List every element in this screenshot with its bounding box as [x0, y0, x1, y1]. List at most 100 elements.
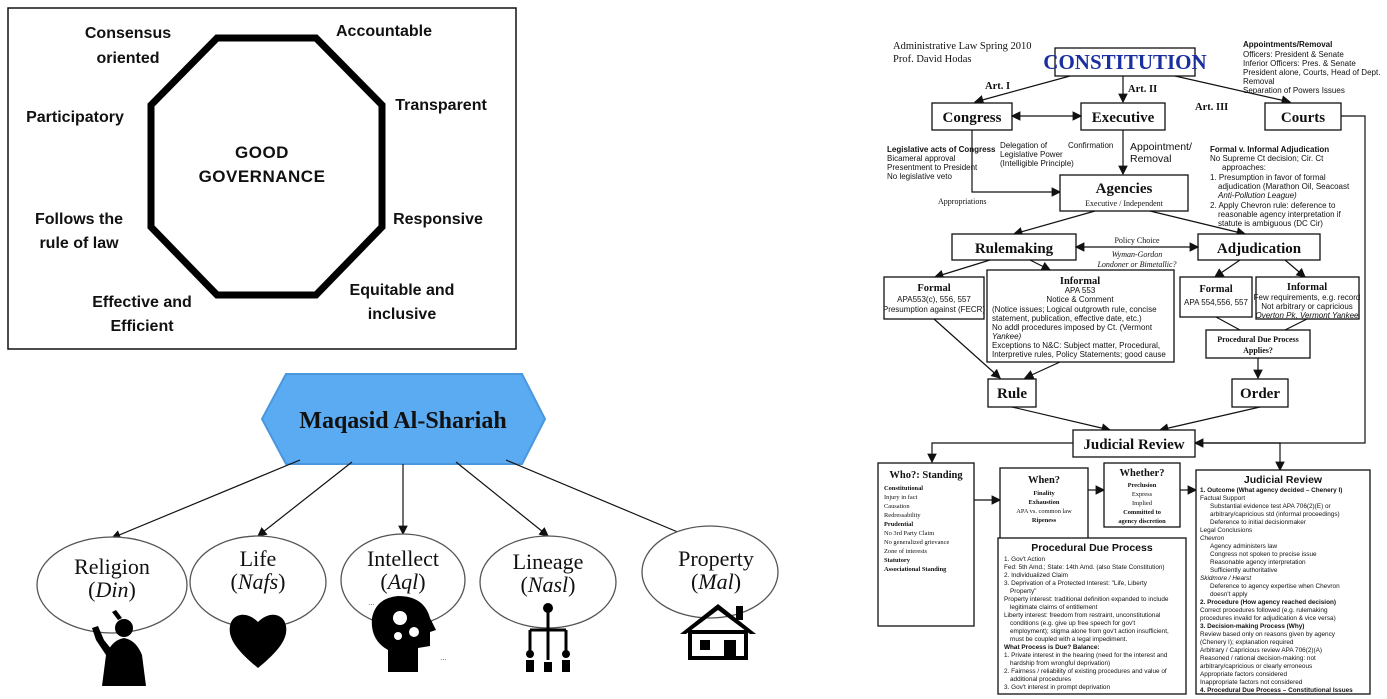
item-name-religion: Religion — [74, 554, 150, 579]
when-line-2: Exhaustion — [1029, 499, 1060, 506]
pdp-line-11: must be coupled with a legal impediment. — [1010, 636, 1127, 643]
who-line-5: Prudential — [884, 521, 913, 528]
informal-rule-line-7: Exceptions to N&C: Subject matter, Proce… — [992, 341, 1160, 350]
label-rule-of-law-2: rule of law — [39, 235, 119, 252]
legislative-line-3: No legislative veto — [887, 172, 952, 181]
fvi-line-4: adjudication (Marathon Oil, Seacoast — [1218, 182, 1350, 191]
jr-box-lines: 1. Outcome (What agency decided – Chener… — [1200, 487, 1353, 694]
whether-line-3: Implied — [1132, 500, 1153, 507]
item-sub-life-line: (Nafs) — [230, 569, 285, 594]
pdp-line-3: 2. Individualized Claim — [1004, 572, 1068, 579]
confirmation-label: Confirmation — [1068, 141, 1113, 150]
executive-label: Executive — [1092, 110, 1155, 126]
praying-person-icon — [92, 610, 146, 686]
course-title: Administrative Law Spring 2010 — [893, 41, 1032, 52]
informal-rule-line-3: (Notice issues; Logical outgrowth rule, … — [992, 305, 1157, 314]
label-accountable: Accountable — [336, 23, 432, 40]
when-title: When? — [1028, 475, 1060, 486]
pdp-line-2: Fed: 5th Amd.; State: 14th Amd. (also St… — [1004, 564, 1165, 571]
jr-line-17: procedures invalid for adjudication & vi… — [1200, 615, 1336, 622]
item-sub-lineage-line: (Nasl) — [520, 572, 575, 597]
who-title: Who?: Standing — [889, 470, 963, 481]
pdp-line-13: 1. Private interest in the hearing (need… — [1004, 652, 1168, 659]
who-line-6: No 3rd Party Claim — [884, 530, 934, 537]
jr-line-1: 1. Outcome (What agency decided – Chener… — [1200, 487, 1342, 494]
maqasid-hexagon — [260, 373, 547, 465]
admin-law-panel: Administrative Law Spring 2010 Prof. Dav… — [877, 40, 1380, 695]
constitution-box — [1054, 47, 1196, 77]
rule-label: Rule — [997, 386, 1027, 402]
arrow-adj-informal — [1284, 259, 1306, 278]
item-sub-intellect: Aql — [386, 569, 419, 594]
appointments-line-2: Inferior Officers: Pres. & Senate — [1243, 59, 1356, 68]
jr-line-2: Factual Support — [1200, 495, 1245, 502]
whether-line-1: Preclusion — [1128, 482, 1157, 489]
pdp-line-14: hardship from wrongful deprivation) — [1010, 660, 1110, 667]
whether-title: Whether? — [1120, 468, 1165, 479]
jr-line-9: Congress not spoken to precise issue — [1210, 551, 1317, 558]
arrow-formal-rule — [933, 318, 1001, 379]
order-label: Order — [1240, 386, 1280, 402]
maqasid-title: Maqasid Al-Shariah — [299, 408, 506, 434]
label-transparent: Transparent — [395, 97, 487, 114]
arrow-rulemaking-formal — [933, 259, 991, 280]
judicial-review-box — [1072, 429, 1196, 458]
formal-rule-box — [883, 276, 985, 320]
pdp-line-17: 3. Gov't interest in prompt deprivation — [1004, 684, 1110, 691]
item-sub-property-line: (Mal) — [691, 569, 741, 594]
jr-line-26: 4. Procedural Due Process – Constitution… — [1200, 687, 1353, 694]
good-governance-panel: GOOD GOVERNANCE Consensus oriented Accou… — [7, 7, 517, 350]
pdp-line-7: legitimate claims of entitlement — [1010, 604, 1098, 611]
item-sub-lineage: Nasl — [527, 572, 568, 597]
jr-line-20: (Chenery I); explanation required — [1200, 639, 1294, 646]
item-sub-religion: Din — [95, 577, 129, 602]
house-icon — [680, 604, 756, 660]
appointment-removal-2: Removal — [1130, 153, 1171, 165]
agencies-sub: Executive / Independent — [1085, 199, 1164, 208]
label-rule-of-law-1: Follows the — [35, 211, 123, 228]
informal-adj-title: Informal — [1287, 282, 1327, 293]
appointments-line-4: Removal — [1243, 77, 1275, 86]
jr-line-7: Chevron — [1200, 535, 1225, 542]
executive-box — [1080, 102, 1166, 131]
jr-line-5: Deference to initial decisionmaker — [1210, 519, 1307, 526]
connector-life — [257, 461, 353, 537]
courts-label: Courts — [1281, 110, 1325, 126]
label-equitable-2: inclusive — [368, 306, 437, 323]
formal-rule-line-1: APA553(c), 556, 557 — [897, 295, 971, 304]
legislative-line-2: Presentment to President — [887, 163, 978, 172]
arrow-const-courts — [1174, 75, 1292, 105]
when-line-4: Ripeness — [1032, 517, 1057, 524]
heart-icon — [229, 614, 287, 668]
fvi-line-7: reasonable agency interpretation if — [1218, 210, 1342, 219]
informal-adj-line-1: Few requirements, e.g. record — [1254, 293, 1361, 302]
congress-label: Congress — [943, 110, 1002, 126]
informal-adj-line-3: Overton Pk, Vermont Yankee — [1255, 311, 1359, 320]
arrow-rule-jr — [1011, 406, 1112, 433]
head-gears-icon: … … — [368, 596, 447, 672]
order-box — [1231, 378, 1289, 408]
jr-box-title: Judicial Review — [1244, 474, 1323, 486]
arrow-jr-review — [1195, 442, 1285, 472]
who-line-9: Statutory — [884, 557, 911, 564]
item-name-lineage: Lineage — [513, 549, 584, 574]
line-informal-pdp — [1284, 318, 1308, 331]
who-line-2: Injury in fact — [884, 494, 918, 501]
who-line-8: Zone of interests — [884, 548, 927, 555]
label-participatory: Participatory — [26, 109, 124, 126]
label-effective-2: Efficient — [110, 318, 174, 335]
fvi-line-8: statute is ambiguous (DC Cir) — [1218, 219, 1323, 228]
adjudication-label: Adjudication — [1217, 241, 1302, 257]
pdp-line-15: 2. Fairness / reliability of existing pr… — [1004, 668, 1167, 675]
art-2-label: Art. II — [1128, 84, 1157, 95]
formal-adj-line-1: APA 554,556, 557 — [1184, 298, 1248, 307]
jr-line-8: Agency administers law — [1210, 543, 1278, 550]
informal-adj-box — [1255, 276, 1360, 320]
pdp-line-4: 3. Deprivation of a Protected Interest: … — [1004, 580, 1148, 587]
who-line-4: Redressability — [884, 512, 921, 519]
pdp-line-8: Liberty interest: freedom from restraint… — [1004, 612, 1160, 619]
line-formal-pdp — [1215, 316, 1241, 331]
jr-line-24: Appropriate factors considered — [1200, 671, 1287, 678]
art-3-label: Art. III — [1195, 102, 1228, 113]
jr-line-23: arbitrary/capricious or clearly erroneou… — [1200, 663, 1312, 670]
